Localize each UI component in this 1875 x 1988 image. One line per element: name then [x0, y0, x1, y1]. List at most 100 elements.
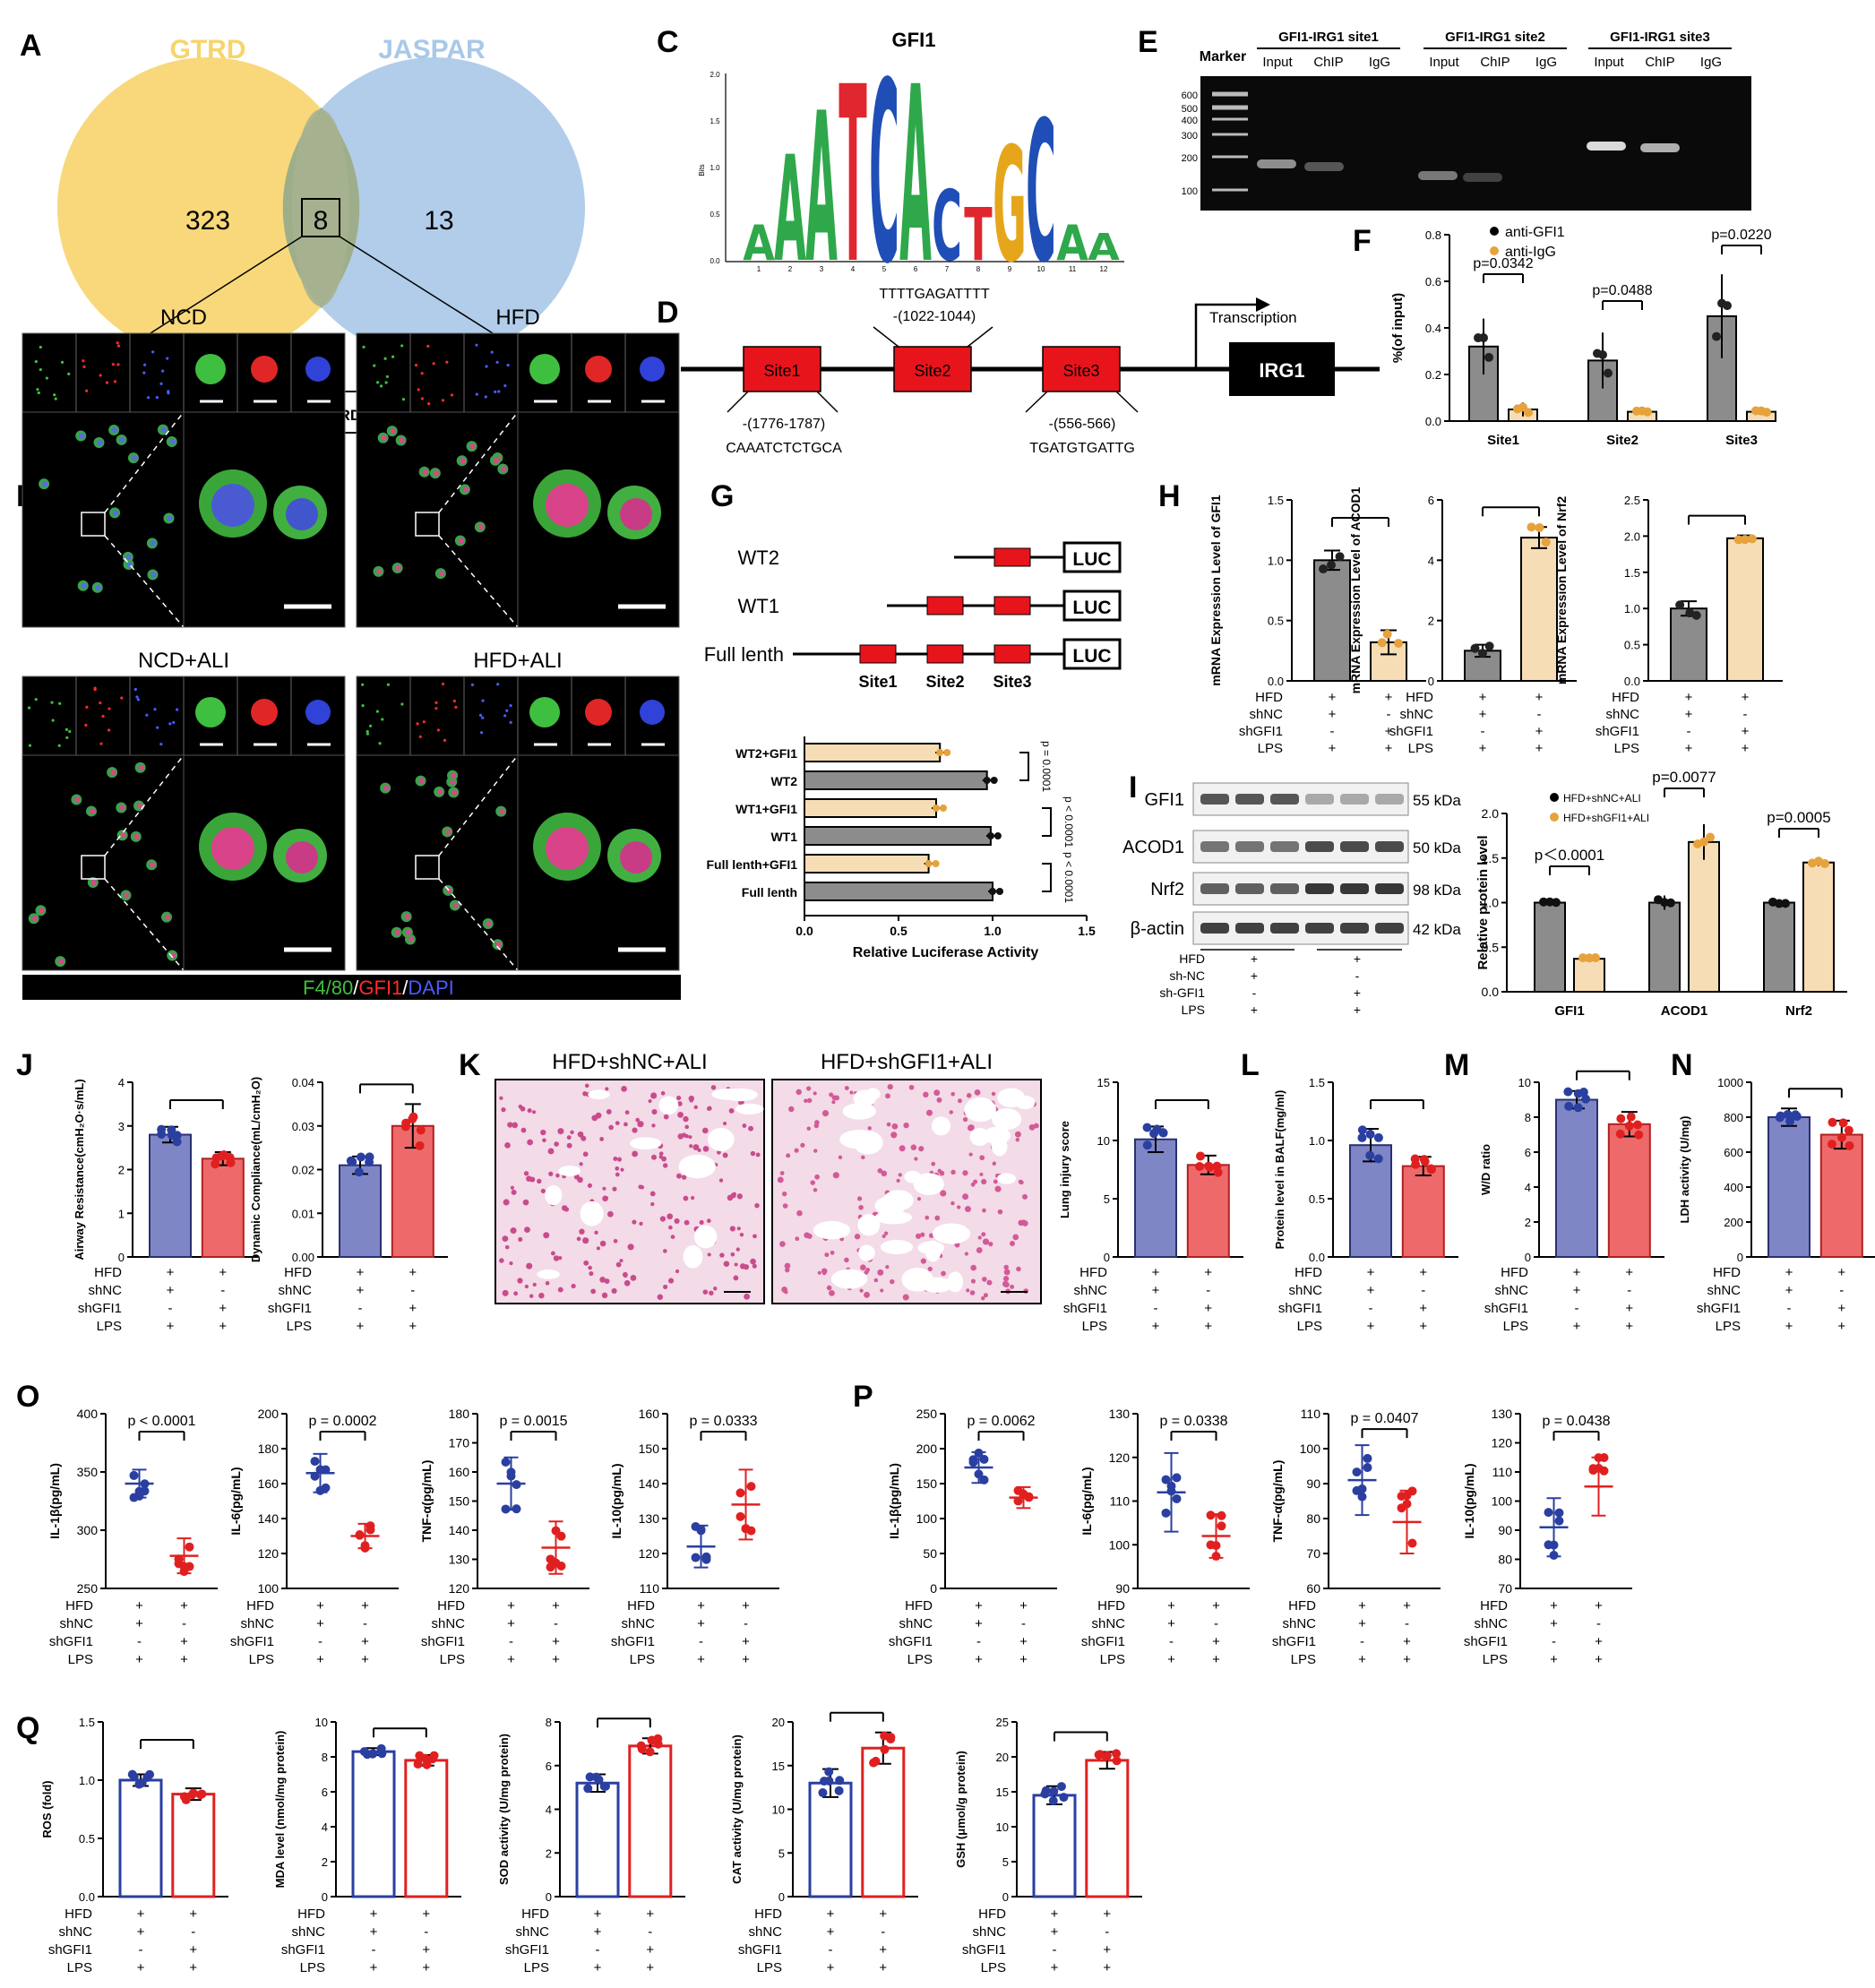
condition-sign: -	[1552, 1634, 1556, 1649]
histology-nucleus	[657, 1294, 664, 1301]
thumb-cell	[145, 713, 149, 717]
condition-sign: +	[1419, 1301, 1427, 1316]
gel-lane-label: Input	[1262, 55, 1293, 70]
thumb-cell	[45, 376, 48, 380]
cell-red	[585, 356, 612, 383]
histology-nucleus	[670, 1235, 675, 1239]
data-point	[1195, 1162, 1205, 1172]
data-point	[1615, 1129, 1625, 1139]
thumb-cell	[481, 716, 485, 719]
histology-nucleus	[1016, 1266, 1021, 1272]
thumb-cell	[495, 360, 499, 364]
y-tick-label: 10	[315, 1716, 328, 1729]
condition-sign: +	[1742, 724, 1750, 739]
field-nucleus	[81, 582, 87, 589]
condition-sign: +	[1212, 1598, 1220, 1614]
histology-nucleus	[976, 1247, 983, 1253]
y-tick-label: 90	[1306, 1476, 1320, 1491]
venn-count-overlap: 8	[314, 206, 329, 236]
data-point	[1149, 1129, 1159, 1139]
histology-nucleus	[688, 1095, 695, 1102]
histology-nucleus	[936, 1097, 942, 1103]
histology-nucleus	[786, 1153, 791, 1158]
condition-sign: +	[552, 1652, 560, 1667]
condition-label: sh-GFI1	[1159, 985, 1205, 1000]
histology-nucleus	[982, 1277, 987, 1282]
histology-nucleus	[873, 1278, 879, 1283]
condition-label: shGFI1	[889, 1634, 933, 1649]
histology-nucleus	[784, 1262, 791, 1269]
p-value-label: p = 0.0062	[967, 1414, 1035, 1429]
field-nucleus	[450, 772, 457, 779]
blot-band	[1340, 794, 1369, 805]
y-axis-label: TNF-α(pg/mL)	[419, 1460, 434, 1543]
histology-nucleus	[581, 1135, 587, 1141]
histology-nucleus	[547, 1148, 555, 1155]
histology-nucleus	[813, 1091, 817, 1096]
y-axis-label: mRNA Expression Level of GFI1	[1208, 495, 1223, 686]
data-point	[1365, 1150, 1375, 1160]
site-label: Site2	[914, 362, 950, 380]
microscopy-title: HFD	[495, 306, 539, 330]
y-tick-label: 0.2	[1425, 368, 1441, 382]
bar	[804, 743, 942, 762]
logo-y-tick: 1.5	[710, 117, 720, 125]
histology-nucleus	[650, 1201, 655, 1207]
condition-label: shGFI1	[230, 1634, 274, 1649]
data-point	[172, 1131, 182, 1140]
histology-nucleus	[981, 1232, 986, 1237]
p-value-label: p = 0.0001	[1040, 741, 1053, 792]
thumb-cell	[478, 713, 483, 717]
histology-alveolus	[983, 1126, 1011, 1145]
y-axis-label: Protein level in BALF(mg/ml)	[1273, 1090, 1286, 1250]
histology-nucleus	[865, 1268, 871, 1272]
data-point	[1781, 899, 1790, 908]
condition-label: LPS	[1716, 1319, 1741, 1334]
field-nucleus	[58, 958, 65, 965]
histology-alveolus	[904, 1170, 922, 1183]
thumb-cell	[494, 390, 497, 393]
data-point	[1373, 1132, 1383, 1142]
y-tick-label: 100	[258, 1581, 280, 1596]
data-point	[1733, 535, 1743, 545]
histology-nucleus	[739, 1232, 744, 1237]
site-box	[926, 596, 964, 615]
thumb-cell	[506, 363, 510, 367]
bar	[1520, 537, 1558, 682]
histology-nucleus	[748, 1125, 754, 1132]
histology-nucleus	[503, 1199, 510, 1206]
construct-label: WT2	[738, 546, 779, 569]
condition-sign: +	[1354, 951, 1361, 966]
data-point	[1206, 1540, 1216, 1550]
bar	[808, 1781, 853, 1898]
data-point	[1535, 522, 1544, 532]
thumb-cell	[384, 381, 388, 384]
histology-nucleus	[717, 1149, 721, 1155]
histology-nucleus	[501, 1106, 506, 1113]
p-value-label: p < 0.0001	[1062, 796, 1075, 848]
thumb-cell	[39, 368, 42, 372]
y-tick-label: 1.0	[79, 1774, 95, 1787]
y-axis-label: LDH activity (U/mg)	[1678, 1116, 1691, 1224]
condition-label: HFD	[754, 1906, 782, 1922]
histology-nucleus	[918, 1146, 925, 1152]
thumb-cell	[101, 714, 105, 719]
bar	[804, 770, 988, 790]
condition-sign: +	[1625, 1265, 1633, 1280]
histology-nucleus	[650, 1154, 658, 1160]
y-tick-label: 0	[322, 1890, 328, 1904]
condition-label: sh-NC	[1169, 968, 1205, 983]
histology-nucleus	[638, 1184, 643, 1190]
field-nucleus	[131, 454, 138, 461]
field-nucleus	[112, 510, 119, 516]
condition-sign: -	[1369, 1301, 1373, 1316]
panel-letter-O: O	[16, 1380, 39, 1414]
bar	[1555, 1098, 1598, 1258]
luc-box	[1062, 638, 1122, 670]
logo-position: 5	[882, 265, 887, 273]
condition-label: shGFI1	[78, 1301, 122, 1316]
histology-nucleus	[693, 1105, 698, 1110]
condition-sign: -	[1627, 1283, 1631, 1298]
data-point	[996, 888, 1003, 895]
thumb-cell	[37, 391, 40, 395]
